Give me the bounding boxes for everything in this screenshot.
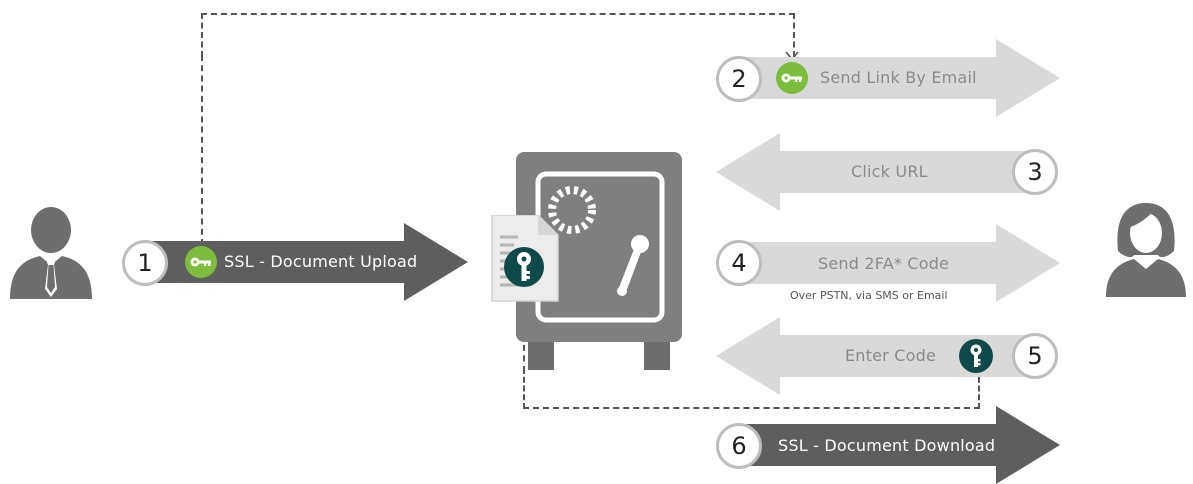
step-label-4: Send 2FA* Code — [818, 254, 950, 273]
green-key-icon-step-1 — [185, 246, 217, 278]
businessman-icon — [10, 207, 92, 299]
step-label-6: SSL - Document Download — [778, 436, 996, 455]
step-number-2: 2 — [716, 56, 762, 102]
arrow-step-6 — [740, 406, 1062, 484]
step-number-3-text: 3 — [1027, 158, 1043, 186]
teal-key-icon-step-5 — [959, 339, 993, 373]
step-label-1: SSL - Document Upload — [224, 252, 418, 271]
step-number-5-text: 5 — [1027, 342, 1043, 370]
arrow-step-1 — [150, 223, 470, 301]
dashed-connector-code-to-document — [523, 368, 980, 409]
step-number-1: 1 — [122, 240, 168, 286]
step-number-5: 5 — [1012, 333, 1058, 379]
step-number-6-text: 6 — [731, 432, 747, 460]
step-number-6: 6 — [716, 423, 762, 469]
step-number-1-text: 1 — [137, 249, 153, 277]
arrow-step-5 — [714, 317, 1036, 395]
green-key-icon-step-2 — [776, 62, 808, 94]
dashed-connector-upload-to-email — [201, 13, 795, 57]
step-number-3: 3 — [1012, 149, 1058, 195]
step-label-5: Enter Code — [845, 346, 936, 365]
step-label-3: Click URL — [851, 162, 928, 181]
document-icon — [491, 215, 559, 302]
step-number-4-text: 4 — [731, 249, 747, 277]
step-number-4: 4 — [716, 240, 762, 286]
arrow-step-3 — [714, 133, 1036, 211]
step-number-2-text: 2 — [731, 65, 747, 93]
step-4-note: Over PSTN, via SMS or Email — [790, 289, 948, 302]
step-label-2: Send Link By Email — [820, 68, 977, 87]
arrow-step-2 — [740, 39, 1062, 117]
arrow-step-4 — [740, 224, 1062, 302]
dashed-connector-upload-vertical — [201, 55, 203, 245]
woman-icon — [1106, 203, 1186, 297]
